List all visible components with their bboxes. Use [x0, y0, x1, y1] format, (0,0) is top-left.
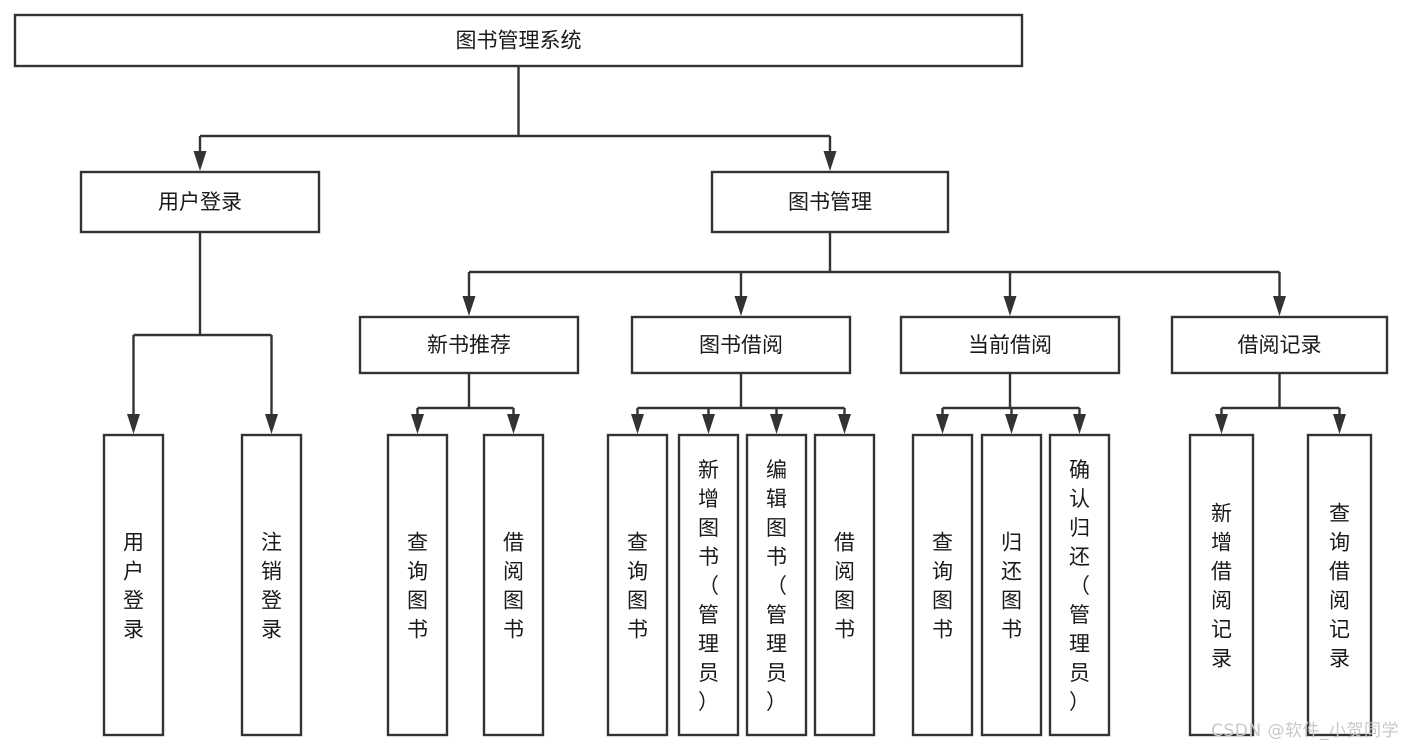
- node-label-book-manage: 图书管理: [788, 190, 872, 214]
- node-label-leaf-confirm-return: 确认归还（管理员）: [1069, 458, 1090, 714]
- node-box-new-book-rec: [358, 315, 580, 375]
- node-box-leaf-add-record: [1188, 433, 1255, 737]
- node-leaf-confirm-return[interactable]: 确认归还（管理员）: [1048, 433, 1111, 737]
- node-book-manage[interactable]: 图书管理: [710, 170, 950, 234]
- node-leaf-query-book-1[interactable]: 查询图书: [386, 433, 449, 737]
- node-label-leaf-query-book-1: 查询图书: [407, 531, 428, 642]
- node-leaf-borrow-book-1[interactable]: 借阅图书: [482, 433, 545, 737]
- node-current-borrow[interactable]: 当前借阅: [899, 315, 1121, 375]
- node-box-current-borrow: [899, 315, 1121, 375]
- node-label-leaf-return-book: 归还图书: [1001, 531, 1022, 642]
- node-box-leaf-borrow-book-2: [813, 433, 876, 737]
- node-leaf-user-login[interactable]: 用户登录: [102, 433, 165, 737]
- connector-group: [631, 373, 851, 434]
- node-label-borrow-record: 借阅记录: [1238, 333, 1322, 357]
- node-new-book-rec[interactable]: 新书推荐: [358, 315, 580, 375]
- connector-group: [462, 232, 1286, 316]
- node-box-leaf-add-book: [677, 433, 740, 737]
- node-label-leaf-edit-book: 编辑图书（管理员）: [766, 458, 787, 714]
- node-label-leaf-logout: 注销登录: [261, 531, 282, 642]
- node-box-root: [13, 13, 1024, 68]
- node-label-leaf-add-record: 新增借阅记录: [1211, 502, 1232, 671]
- node-box-book-borrow: [630, 315, 852, 375]
- node-box-leaf-query-book-2: [606, 433, 669, 737]
- connector-group: [127, 232, 278, 434]
- node-label-leaf-borrow-book-1: 借阅图书: [503, 531, 524, 642]
- node-box-leaf-query-record: [1306, 433, 1373, 737]
- node-leaf-add-book[interactable]: 新增图书（管理员）: [677, 433, 740, 737]
- connector-group: [193, 66, 837, 171]
- node-label-leaf-query-book-3: 查询图书: [932, 531, 953, 642]
- node-leaf-query-book-2[interactable]: 查询图书: [606, 433, 669, 737]
- node-leaf-add-record[interactable]: 新增借阅记录: [1188, 433, 1255, 737]
- node-box-book-manage: [710, 170, 950, 234]
- node-label-leaf-add-book: 新增图书（管理员）: [698, 458, 719, 714]
- node-box-leaf-confirm-return: [1048, 433, 1111, 737]
- node-leaf-query-book-3[interactable]: 查询图书: [911, 433, 974, 737]
- node-leaf-borrow-book-2[interactable]: 借阅图书: [813, 433, 876, 737]
- node-label-root: 图书管理系统: [456, 29, 582, 53]
- node-leaf-edit-book[interactable]: 编辑图书（管理员）: [745, 433, 808, 737]
- node-label-new-book-rec: 新书推荐: [427, 333, 511, 357]
- connector-group: [411, 373, 520, 434]
- node-box-leaf-borrow-book-1: [482, 433, 545, 737]
- node-box-borrow-record: [1170, 315, 1389, 375]
- node-label-leaf-query-record: 查询借阅记录: [1329, 502, 1350, 671]
- node-leaf-query-record[interactable]: 查询借阅记录: [1306, 433, 1373, 737]
- node-box-leaf-query-book-1: [386, 433, 449, 737]
- node-borrow-record[interactable]: 借阅记录: [1170, 315, 1389, 375]
- node-layer: 图书管理系统用户登录图书管理新书推荐图书借阅当前借阅借阅记录用户登录注销登录查询…: [13, 13, 1389, 737]
- node-leaf-return-book[interactable]: 归还图书: [980, 433, 1043, 737]
- connector-group: [1215, 373, 1346, 434]
- node-label-book-borrow: 图书借阅: [699, 333, 783, 357]
- connector-layer: [127, 66, 1346, 434]
- node-box-leaf-return-book: [980, 433, 1043, 737]
- node-label-leaf-user-login: 用户登录: [123, 531, 144, 642]
- node-box-leaf-user-login: [102, 433, 165, 737]
- node-book-borrow[interactable]: 图书借阅: [630, 315, 852, 375]
- node-leaf-logout[interactable]: 注销登录: [240, 433, 303, 737]
- node-box-leaf-logout: [240, 433, 303, 737]
- node-label-leaf-borrow-book-2: 借阅图书: [834, 531, 855, 642]
- node-label-user-login: 用户登录: [158, 190, 242, 214]
- node-label-leaf-query-book-2: 查询图书: [627, 531, 648, 642]
- connector-group: [936, 373, 1086, 434]
- node-box-leaf-query-book-3: [911, 433, 974, 737]
- node-root[interactable]: 图书管理系统: [13, 13, 1024, 68]
- node-box-leaf-edit-book: [745, 433, 808, 737]
- node-user-login[interactable]: 用户登录: [79, 170, 321, 234]
- node-label-current-borrow: 当前借阅: [968, 333, 1052, 357]
- node-box-user-login: [79, 170, 321, 234]
